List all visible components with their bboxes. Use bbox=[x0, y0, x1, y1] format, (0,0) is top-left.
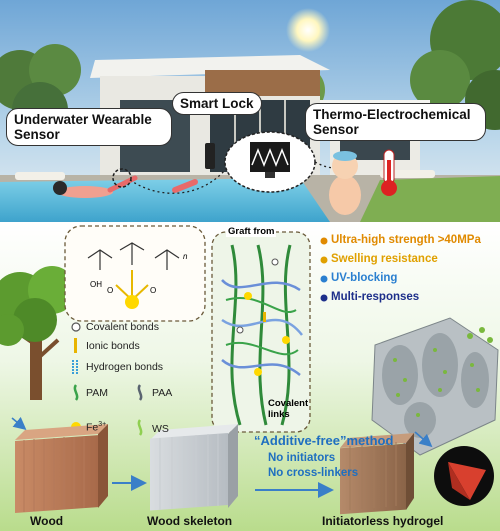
legend-ionic: Ionic bonds bbox=[86, 340, 140, 352]
legend-covalent: Covalent bonds bbox=[86, 321, 159, 333]
child-figure bbox=[329, 151, 361, 215]
method-title: “Additive-free”method bbox=[254, 433, 394, 448]
monitor-icon bbox=[224, 131, 316, 193]
feature-multi: Multi-responses bbox=[331, 291, 420, 303]
legend-hydrogen: Hydrogen bonds bbox=[86, 361, 164, 373]
hydrogel-block bbox=[340, 433, 414, 515]
label-underwater-sensor: Underwater Wearable Sensor bbox=[6, 108, 172, 146]
method-line2: No cross-linkers bbox=[268, 467, 359, 479]
thermometer-icon bbox=[381, 149, 397, 196]
feature-bullets bbox=[320, 237, 328, 302]
tree bbox=[0, 266, 76, 400]
hydrogel-sample-photo bbox=[434, 446, 494, 506]
legend-paa: PAA bbox=[152, 387, 173, 399]
legend-fe-text: Fe bbox=[86, 421, 99, 434]
hydrogel-microstructure bbox=[371, 317, 499, 456]
lounger bbox=[15, 172, 65, 180]
sun-icon bbox=[286, 8, 330, 52]
sensor-callout bbox=[112, 168, 132, 188]
stage-hydrogel: Initiatorless hydrogel bbox=[322, 514, 444, 528]
legend-markers bbox=[71, 322, 143, 436]
chem-o1: O bbox=[107, 286, 114, 295]
background-trees bbox=[0, 0, 500, 138]
legend-fe-sup: 3+ bbox=[98, 421, 107, 428]
pam-marker bbox=[73, 384, 79, 401]
ionic-bond-marker bbox=[74, 338, 77, 353]
method-line1: No initiators bbox=[268, 452, 336, 464]
lawn bbox=[360, 176, 500, 222]
label-thermo-sensor: Thermo-Electrochemical Sensor bbox=[305, 103, 486, 141]
label-underwater-text: Underwater Wearable Sensor bbox=[14, 112, 152, 142]
polymer-network bbox=[211, 231, 311, 433]
label-thermo-text: Thermo-Electrochemical Sensor bbox=[313, 107, 471, 137]
covalent-bond-marker bbox=[71, 322, 81, 332]
feature-strength: Ultra-high strength >40MPa bbox=[331, 234, 481, 246]
wood-block bbox=[15, 424, 108, 513]
stage-wood: Wood bbox=[30, 514, 64, 528]
label-smart-lock: Smart Lock bbox=[172, 92, 262, 115]
chem-oh: OH bbox=[90, 280, 102, 289]
chemistry-panel bbox=[64, 225, 206, 322]
legend-pam: PAM bbox=[86, 387, 108, 399]
smart-lock-device bbox=[205, 143, 215, 169]
feature-swelling: Swelling resistance bbox=[331, 253, 438, 265]
wood-skeleton-block bbox=[150, 424, 238, 511]
fe-ion-marker bbox=[125, 295, 139, 309]
process-arrows bbox=[11, 416, 433, 498]
stage-skeleton: Wood skeleton bbox=[147, 514, 233, 528]
top-scene bbox=[0, 0, 500, 222]
connector bbox=[129, 169, 226, 194]
legend-ws: WS bbox=[152, 423, 169, 435]
chem-n: n bbox=[183, 252, 188, 261]
label-covalent-links: Covalent links bbox=[268, 398, 309, 420]
feature-uv: UV-blocking bbox=[331, 272, 398, 284]
legend-fe: Fe3+ bbox=[86, 421, 106, 434]
label-graft-from: Graft from bbox=[226, 226, 277, 237]
ws-marker bbox=[137, 419, 143, 436]
paa-marker bbox=[137, 384, 143, 401]
chem-o2: O bbox=[150, 286, 157, 295]
